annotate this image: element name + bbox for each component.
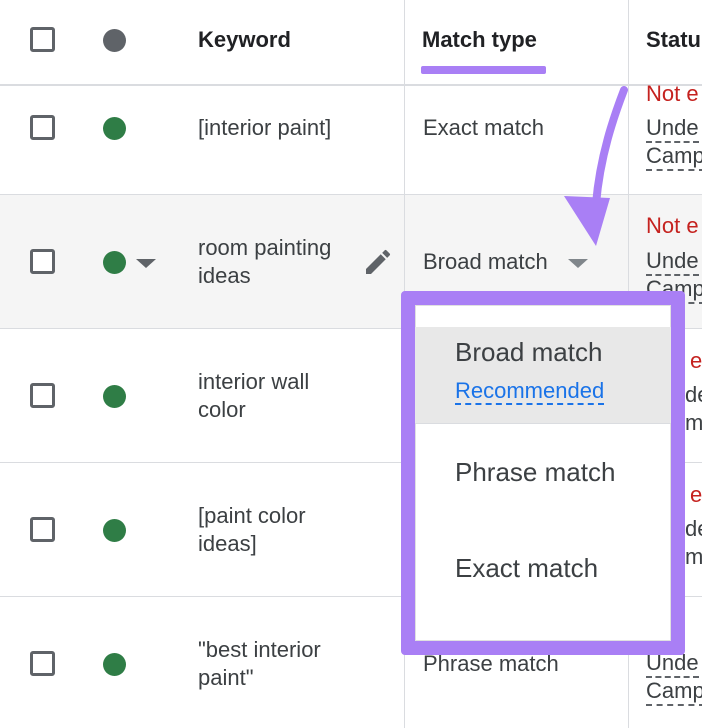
- option-label: Broad match: [455, 337, 603, 367]
- pencil-icon[interactable]: [362, 246, 394, 278]
- status-campaign-text[interactable]: Camp: [646, 143, 702, 171]
- status-campaign: Camp: [646, 142, 702, 171]
- status-dot-icon: [103, 519, 126, 542]
- status-column-icon: [103, 29, 126, 52]
- status-text: e: [690, 482, 702, 507]
- keyword-text: [paint color ideas]: [198, 503, 306, 556]
- status-detail: Unde: [646, 247, 699, 276]
- table-row: [interior paint] Exact match Not e Unde …: [0, 81, 702, 195]
- keyword-text: "best interior paint": [198, 637, 321, 690]
- keyword-text: interior wall color: [198, 369, 310, 422]
- match-type-dropdown-value[interactable]: Broad match: [423, 249, 548, 274]
- row-checkbox[interactable]: [30, 517, 55, 542]
- status-dot-icon: [103, 251, 126, 274]
- dropdown-panel: Broad match Recommended Phrase match Exa…: [415, 305, 671, 641]
- status-detail-text[interactable]: Unde: [646, 248, 699, 276]
- row-checkbox[interactable]: [30, 383, 55, 408]
- status-campaign-text: mp: [685, 544, 702, 569]
- option-broad-match[interactable]: Broad match Recommended: [415, 327, 671, 424]
- match-type-dropdown-menu: Broad match Recommended Phrase match Exa…: [401, 291, 685, 655]
- column-header-match-type[interactable]: Match type: [422, 27, 537, 52]
- status-campaign: Camp: [646, 677, 702, 706]
- status-detail-text: de: [685, 382, 702, 407]
- match-type-highlight-underline: [421, 66, 546, 74]
- status-text: Not e: [646, 213, 699, 238]
- caret-down-icon[interactable]: [136, 259, 156, 268]
- match-type-text[interactable]: Phrase match: [423, 651, 559, 676]
- recommended-link[interactable]: Recommended: [455, 378, 605, 405]
- status-text: Not e: [646, 81, 699, 106]
- caret-down-icon[interactable]: [568, 259, 588, 268]
- table-header-row: Keyword Match type Statu: [0, 0, 702, 86]
- select-all-checkbox[interactable]: [30, 27, 55, 52]
- option-label: Exact match: [455, 553, 599, 583]
- option-exact-match[interactable]: Exact match: [415, 519, 671, 615]
- row-checkbox[interactable]: [30, 651, 55, 676]
- column-header-status[interactable]: Statu: [646, 27, 701, 52]
- status-dot-icon: [103, 385, 126, 408]
- status-detail-text[interactable]: Unde: [646, 115, 699, 143]
- keyword-text: room painting ideas: [198, 235, 332, 288]
- status-campaign-text[interactable]: Camp: [646, 678, 702, 706]
- match-type-text[interactable]: Exact match: [423, 115, 545, 140]
- option-phrase-match[interactable]: Phrase match: [415, 423, 671, 519]
- table-row: [paint color ideas] e de mp: [0, 463, 702, 597]
- status-campaign-text: mp: [685, 410, 702, 435]
- status-dot-icon: [103, 653, 126, 676]
- status-text: e: [690, 348, 702, 373]
- status-detail: Unde: [646, 114, 699, 143]
- keyword-text: [interior paint]: [198, 115, 332, 140]
- row-checkbox[interactable]: [30, 249, 55, 274]
- status-dot-icon: [103, 117, 126, 140]
- column-header-keyword[interactable]: Keyword: [198, 27, 291, 52]
- status-detail-text: de: [685, 516, 702, 541]
- table-row: interior wall color e de mp: [0, 329, 702, 463]
- option-label: Phrase match: [455, 457, 616, 487]
- row-checkbox[interactable]: [30, 115, 55, 140]
- curved-arrow-icon: [564, 86, 628, 246]
